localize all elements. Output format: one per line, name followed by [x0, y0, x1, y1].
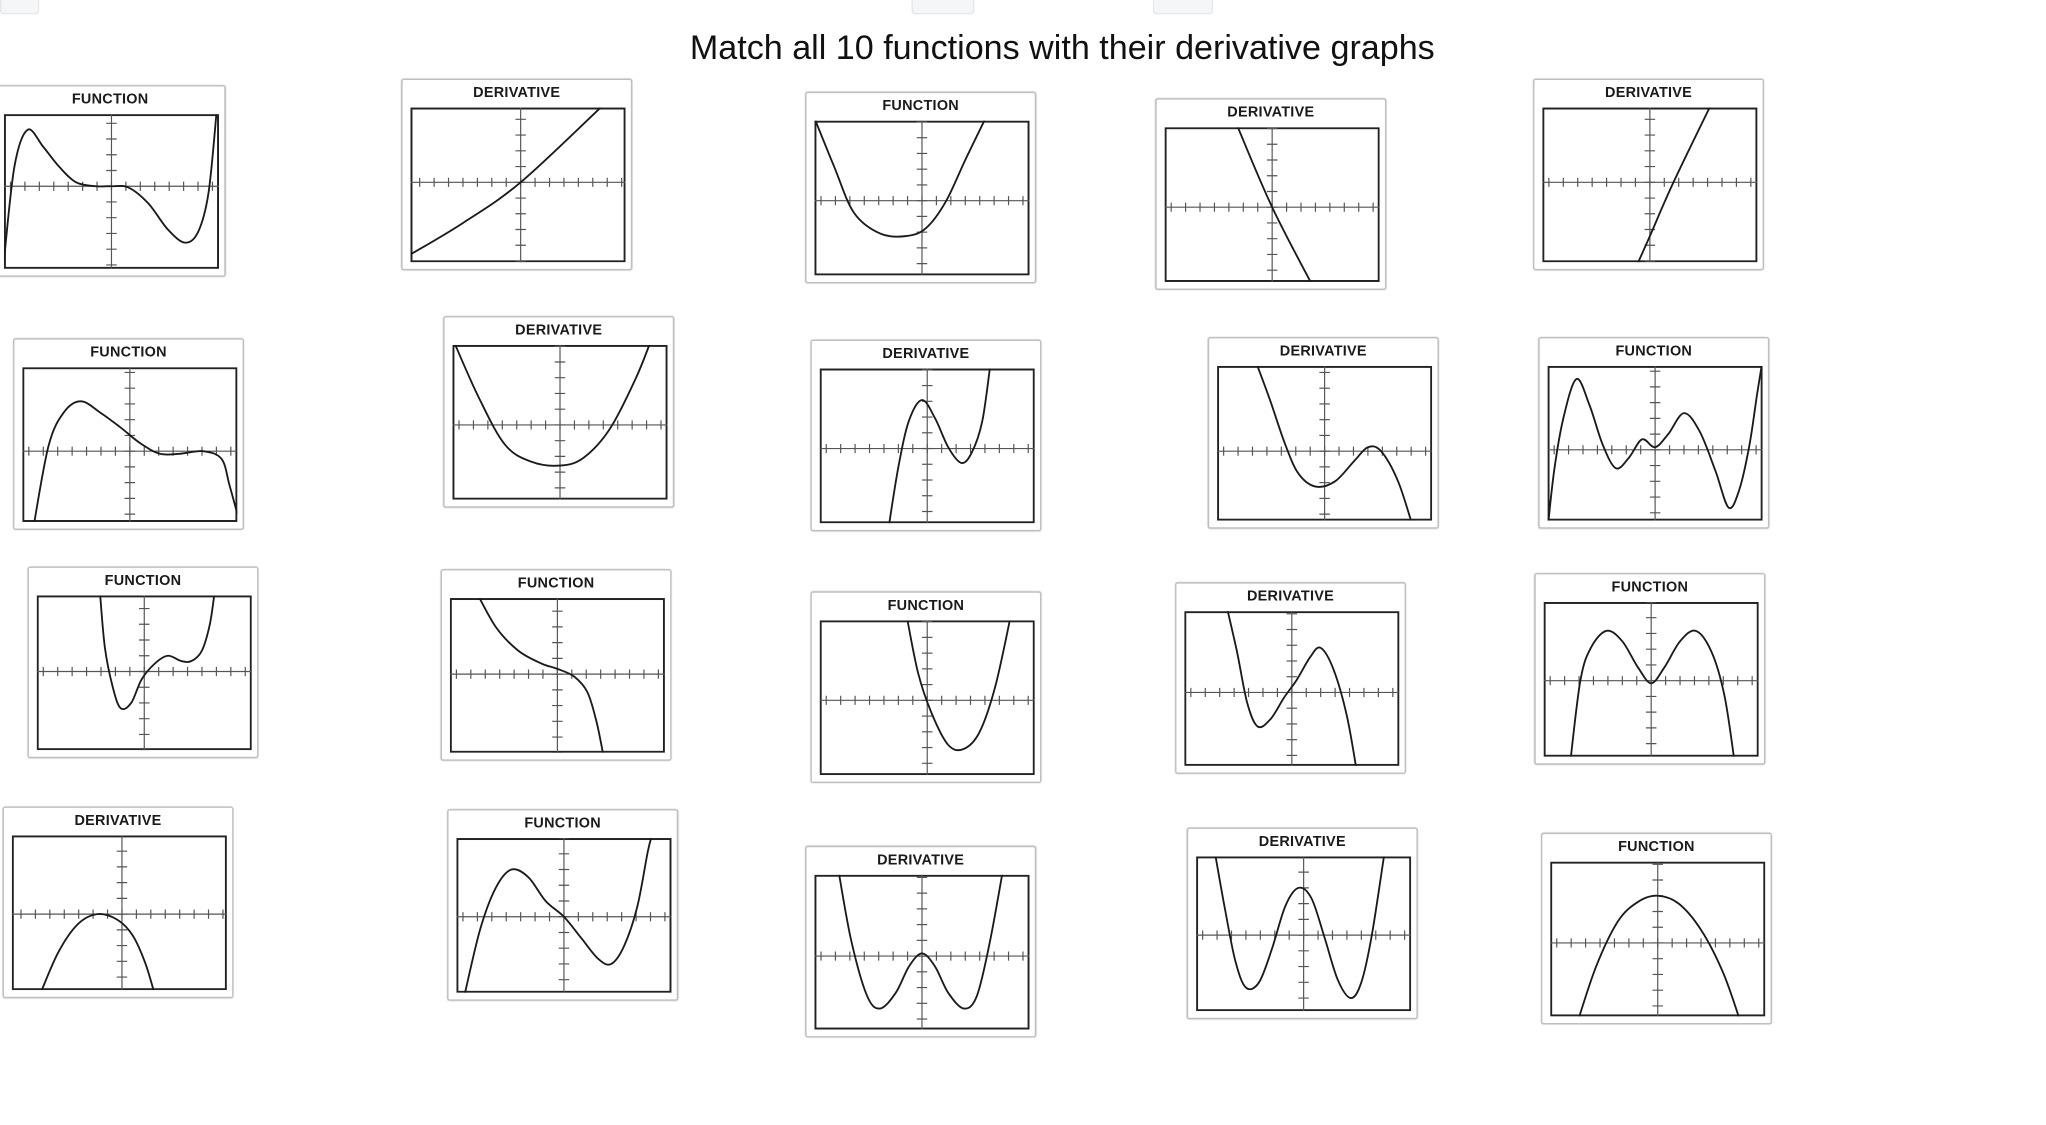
graph-curve — [1256, 365, 1412, 521]
graph-card-label: DERIVATIVE — [1279, 343, 1367, 360]
graph-plot — [36, 595, 252, 751]
top-tab-left[interactable] — [0, 0, 40, 15]
graph-card-label: DERIVATIVE — [1227, 104, 1315, 121]
graph-curve — [99, 595, 216, 711]
graph-card-3[interactable]: FUNCTION — [805, 91, 1037, 284]
graph-card-label: FUNCTION — [1615, 343, 1693, 360]
plot-axes — [1184, 611, 1400, 766]
graph-curve — [3, 114, 218, 262]
graph-card-15[interactable]: FUNCTION — [1534, 573, 1766, 765]
plot-axes — [1164, 127, 1380, 282]
graph-plot — [814, 120, 1030, 276]
graph-curve — [1578, 894, 1740, 1017]
top-tab-middle[interactable] — [911, 0, 975, 15]
plot-axes — [814, 874, 1030, 1030]
graph-curve — [40, 913, 155, 991]
plot-axes — [819, 368, 1035, 524]
graph-curve — [1637, 107, 1711, 263]
graph-card-label: DERIVATIVE — [1605, 85, 1693, 101]
graph-curve — [1226, 611, 1357, 766]
graph-card-9[interactable]: DERIVATIVE — [1207, 337, 1439, 529]
graph-curve — [1569, 629, 1735, 757]
graph-card-20[interactable]: FUNCTION — [1541, 832, 1772, 1025]
graph-card-12[interactable]: FUNCTION — [440, 569, 672, 761]
graph-card-label: DERIVATIVE — [1246, 588, 1335, 605]
graph-plot — [410, 107, 626, 263]
graph-plot — [1196, 856, 1412, 1012]
plot-axes — [11, 835, 227, 991]
plot-axes — [410, 107, 626, 263]
plot-axes — [1217, 365, 1433, 521]
graph-card-14[interactable]: DERIVATIVE — [1175, 582, 1406, 774]
graph-card-19[interactable]: DERIVATIVE — [1186, 827, 1418, 1020]
plot-axes — [1550, 861, 1766, 1017]
graph-plot — [1217, 365, 1433, 521]
graph-card-label: DERIVATIVE — [882, 346, 970, 362]
graph-card-7[interactable]: DERIVATIVE — [443, 316, 675, 508]
graph-plot — [1184, 611, 1400, 766]
graph-curve — [1214, 856, 1385, 999]
graph-card-label: DERIVATIVE — [1258, 834, 1346, 850]
graph-plot — [449, 598, 665, 753]
graph-plot — [1543, 601, 1759, 757]
graph-curve — [906, 620, 1011, 752]
graph-card-11[interactable]: FUNCTION — [27, 566, 259, 759]
graph-card-label: FUNCTION — [517, 575, 595, 592]
graph-card-label: FUNCTION — [90, 344, 167, 361]
graph-curve — [814, 120, 986, 238]
graph-card-10[interactable]: FUNCTION — [1538, 337, 1770, 529]
graph-plot — [22, 367, 238, 522]
graph-card-4[interactable]: DERIVATIVE — [1155, 98, 1387, 290]
graph-plot — [1542, 107, 1758, 263]
graph-plot — [452, 344, 668, 500]
graph-plot — [11, 835, 227, 991]
graph-card-label: DERIVATIVE — [877, 852, 965, 869]
graph-card-17[interactable]: FUNCTION — [447, 809, 679, 1001]
graph-card-label: FUNCTION — [104, 573, 182, 589]
graph-plot — [1164, 127, 1380, 282]
graph-plot — [3, 114, 220, 269]
graph-card-label: FUNCTION — [1611, 579, 1689, 596]
graph-card-16[interactable]: DERIVATIVE — [2, 806, 234, 999]
page-title: Match all 10 functions with their deriva… — [689, 27, 1435, 67]
graph-card-label: FUNCTION — [1618, 839, 1695, 856]
graph-curve — [33, 400, 238, 522]
graph-card-label: FUNCTION — [882, 98, 959, 115]
graph-curve — [1236, 127, 1312, 282]
graph-card-1[interactable]: FUNCTION — [0, 85, 226, 277]
graph-curve — [478, 598, 604, 753]
graph-curve — [454, 344, 651, 467]
graph-card-label: DERIVATIVE — [473, 85, 561, 101]
graph-card-6[interactable]: FUNCTION — [13, 338, 244, 530]
graph-plot — [819, 620, 1035, 776]
graph-curve — [838, 874, 1004, 1010]
graph-curve — [888, 368, 991, 524]
graph-card-2[interactable]: DERIVATIVE — [401, 78, 633, 271]
graph-card-label: FUNCTION — [524, 815, 601, 832]
graph-card-label: FUNCTION — [71, 91, 149, 108]
graph-plot — [814, 874, 1030, 1030]
graph-curve — [410, 107, 602, 256]
plot-axes — [452, 344, 668, 500]
graph-plot — [1547, 365, 1763, 521]
plot-axes — [456, 838, 672, 993]
graph-curve — [464, 838, 653, 993]
graph-card-13[interactable]: FUNCTION — [810, 591, 1042, 783]
graph-plot — [456, 838, 672, 993]
graph-card-5[interactable]: DERIVATIVE — [1533, 78, 1764, 271]
top-tab-right[interactable] — [1152, 0, 1214, 15]
graph-plot — [819, 368, 1035, 524]
plot-axes — [449, 598, 665, 753]
graph-plot — [1550, 861, 1766, 1017]
graph-card-18[interactable]: DERIVATIVE — [805, 845, 1037, 1038]
plot-frame — [11, 835, 227, 991]
plot-axes — [1542, 107, 1758, 263]
graph-card-8[interactable]: DERIVATIVE — [810, 339, 1042, 532]
graph-card-label: DERIVATIVE — [515, 322, 603, 339]
graph-curve — [1547, 365, 1763, 521]
graph-card-label: FUNCTION — [887, 598, 965, 614]
plot-axes — [814, 120, 1030, 276]
graph-card-label: DERIVATIVE — [74, 813, 162, 829]
